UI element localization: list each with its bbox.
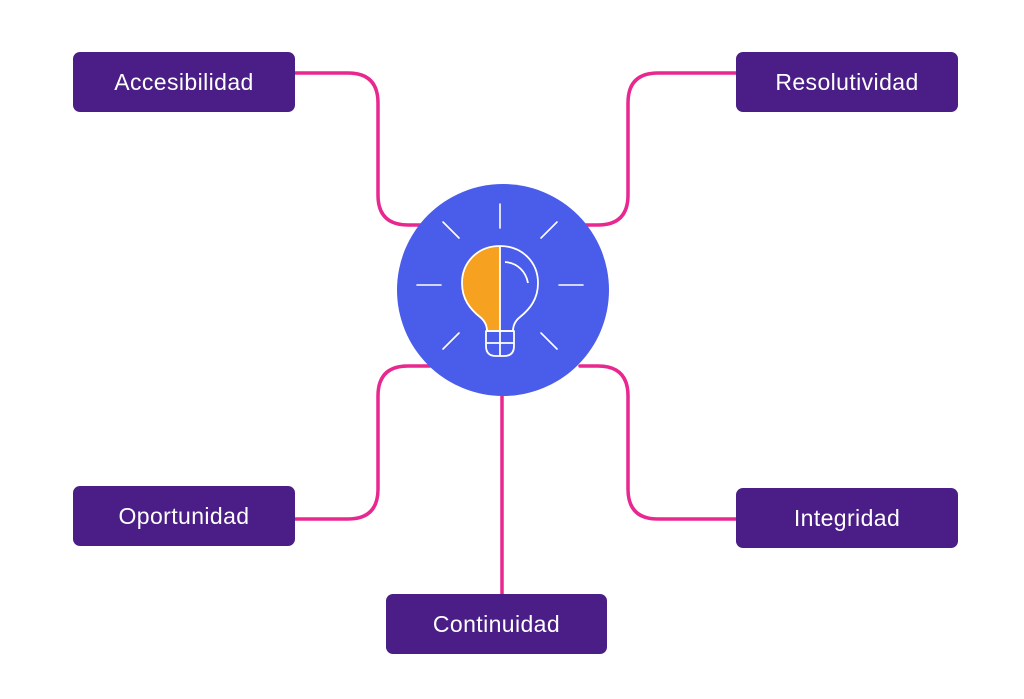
node-resolutividad: Resolutividad <box>736 52 958 112</box>
connector-integridad <box>578 364 738 521</box>
hub-circle <box>397 184 609 396</box>
connector-resolutividad <box>578 71 738 227</box>
node-oportunidad-label: Oportunidad <box>118 502 250 529</box>
node-oportunidad: Oportunidad <box>73 486 295 546</box>
light-rays <box>416 203 584 350</box>
node-integridad-label: Integridad <box>793 504 901 531</box>
node-continuidad: Continuidad <box>386 594 607 654</box>
lightbulb-icon <box>416 203 584 357</box>
connector-oportunidad <box>293 364 432 521</box>
bulb-outline <box>461 245 539 357</box>
node-resolutividad-label: Resolutividad <box>775 68 919 95</box>
node-accesibilidad-label: Accesibilidad <box>114 68 254 95</box>
connector-accesibilidad <box>293 71 432 227</box>
bulb-half-fill <box>462 246 500 331</box>
node-continuidad-label: Continuidad <box>432 610 561 637</box>
node-integridad: Integridad <box>736 488 958 548</box>
connector-lines <box>293 71 738 596</box>
node-accesibilidad: Accesibilidad <box>73 52 295 112</box>
